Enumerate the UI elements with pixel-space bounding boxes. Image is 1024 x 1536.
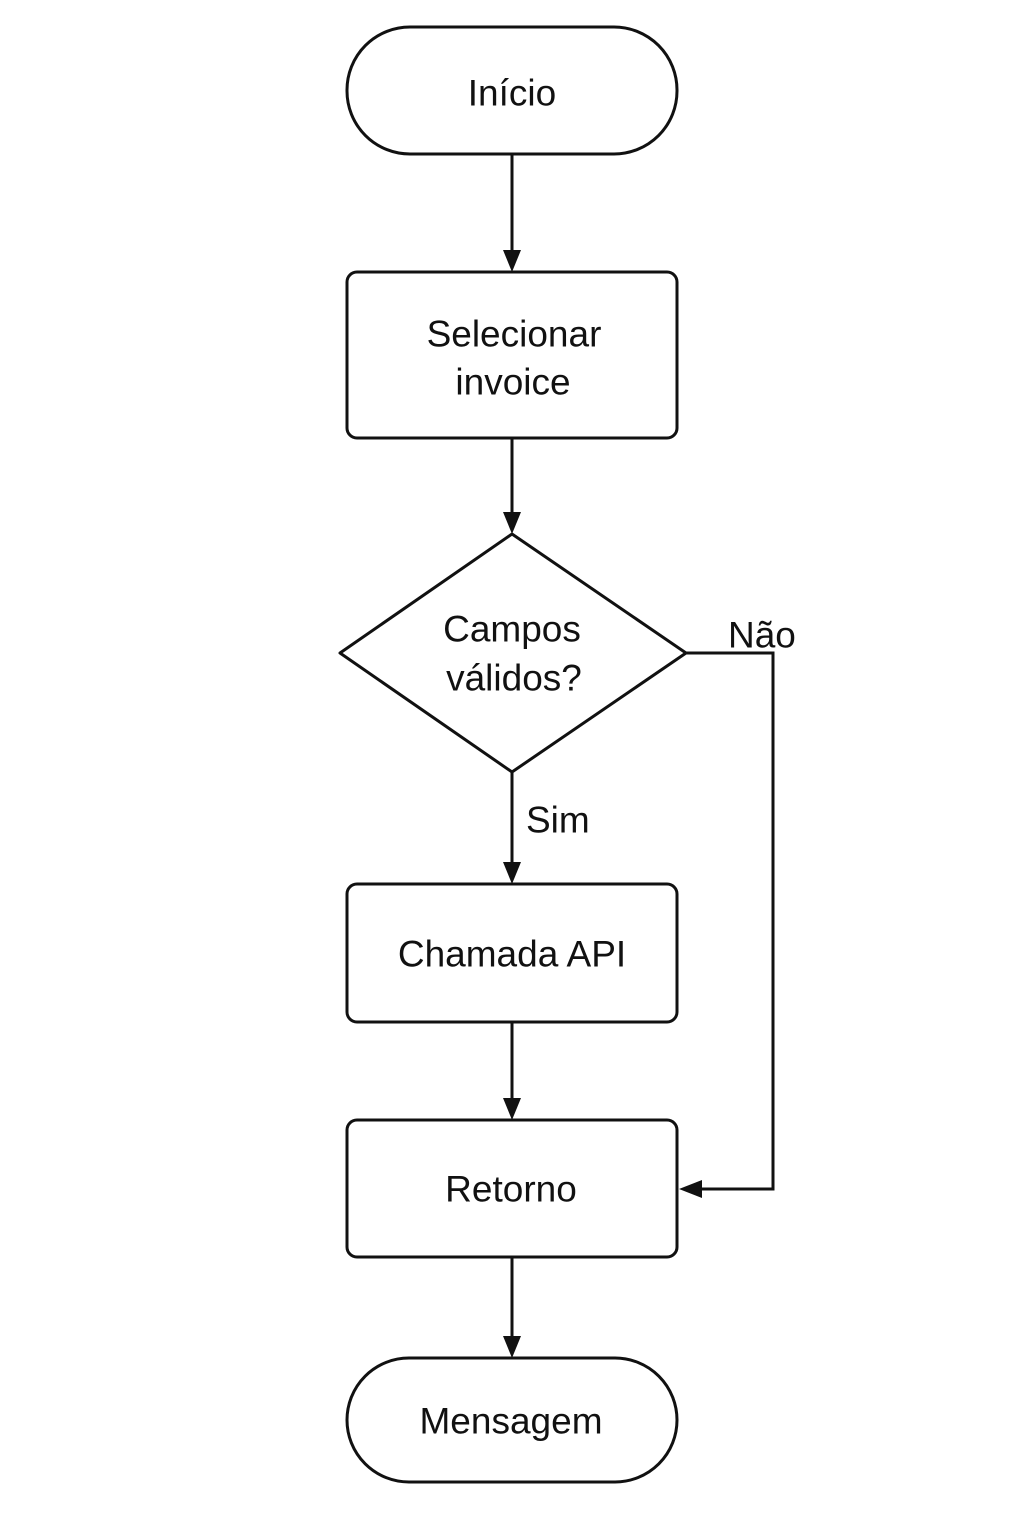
- decision-label-line2: válidos?: [446, 658, 582, 699]
- decision-label-line1: Campos: [443, 609, 581, 650]
- arrowhead-decision: [503, 512, 521, 534]
- message-label: Mensagem: [419, 1401, 602, 1442]
- arrowhead-return: [503, 1098, 521, 1120]
- start-terminal: [345, 25, 679, 156]
- return-process: [345, 1118, 679, 1259]
- arrowhead-select: [503, 250, 521, 272]
- api-call-process: [345, 882, 679, 1024]
- api-call-label: Chamada API: [398, 934, 626, 975]
- yes-branch-label: Sim: [526, 800, 590, 841]
- arrowhead-api: [503, 862, 521, 884]
- connector-no-branch: [686, 651, 775, 1191]
- no-branch-label: Não: [728, 615, 796, 656]
- message-terminal: [345, 1356, 679, 1484]
- arrowhead-no-branch: [679, 1180, 702, 1198]
- fields-valid-decision: [338, 532, 688, 774]
- start-label: Início: [468, 73, 556, 114]
- arrowhead-message: [503, 1336, 521, 1358]
- select-invoice-label-line1: Selecionar: [427, 314, 602, 355]
- return-label: Retorno: [445, 1169, 577, 1210]
- select-invoice-label-line2: invoice: [455, 362, 570, 403]
- select-invoice-process: [345, 270, 679, 440]
